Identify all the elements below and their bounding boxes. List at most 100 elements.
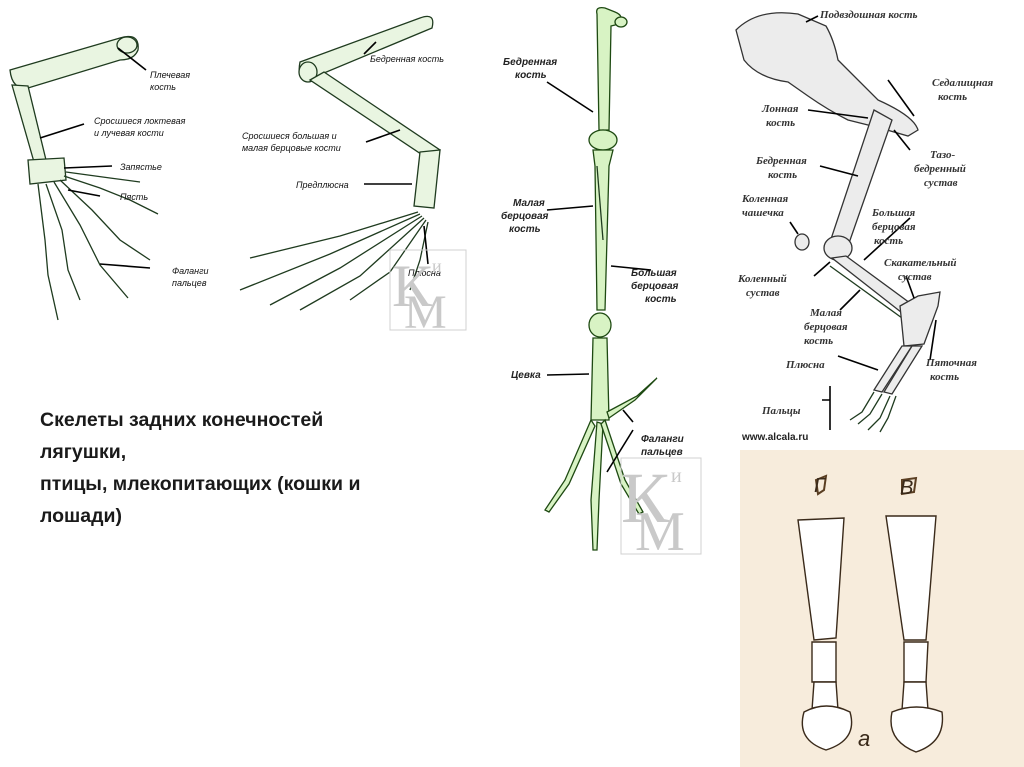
cat-label-pubis: Лонная [761,103,799,115]
cat-label-calcaneus-2: кость [930,371,959,383]
slide-caption: Скелеты задних конечностей лягушки, птиц… [40,404,480,532]
horse-limb-svg: Г В а [797,474,944,753]
bird-limb-svg: Бедренная кость Малая берцовая кость Бол… [501,6,702,563]
frog-humerus-head [116,36,138,54]
cat-label-fibula: Малая [809,307,842,319]
cat-label-femur: Бедренная [755,155,807,167]
cat-femur-condyle [823,235,853,261]
cat-label-hip-joint-2: бедренный [914,163,966,175]
watermark-m-2: М [635,501,685,563]
cat-label-knee-joint: Коленный [737,273,787,285]
horse-right-limb [885,515,944,753]
cat-pelvis [735,12,919,137]
frog-label-tibiofibula-2: малая берцовые кости [242,143,341,153]
frog-label-carpus: Запястье [120,162,162,172]
frog-label-radioulna: Сросшиеся локтевая [94,116,186,126]
watermark-m: М [404,286,447,335]
bird-pointer-arrows [546,81,652,473]
frog-forelimb-digits [37,171,159,321]
bird-label-tibia: Большая [631,268,677,279]
bird-tarsometatarsus [590,337,610,421]
cat-label-patella-2: чашечка [742,207,784,219]
horse-limb-diagram: Г В а [740,450,1024,767]
frog-label-femur: Бедренная кость [370,54,444,64]
horse-letter-bottom: а [858,726,870,751]
cat-label-ischium-2: кость [938,91,967,103]
cat-label-ankle-joint-2: сустав [898,271,932,283]
frog-limbs-diagram: Плечевая кость Сросшиеся локтевая и луче… [0,0,470,335]
cat-label-hip-joint-3: сустав [924,177,958,189]
cat-label-tibia-2: берцовая [872,221,916,233]
frog-label-tibiofibula: Сросшиеся большая и [242,131,337,141]
cat-label-knee-joint-2: сустав [746,287,780,299]
cat-label-calcaneus: Пяточная [925,357,977,369]
cat-label-ilium: Подвздошная кость [819,9,918,21]
bird-label-tibia-2: берцовая [631,280,679,292]
frog-limbs-svg: Плечевая кость Сросшиеся локтевая и луче… [9,15,467,335]
cat-label-fibula-3: кость [804,335,833,347]
cat-metatarsus-2 [882,345,924,395]
cat-label-ankle-joint: Скакательный [884,257,957,269]
frog-label-humerus-2: кость [150,82,176,92]
cat-label-tibia: Большая [871,207,916,219]
cat-label-femur-2: кость [768,169,797,181]
cat-toes [849,391,897,433]
cat-label-patella: Коленная [741,193,789,205]
frog-label-phalanges: Фаланги [172,266,209,276]
cat-metatarsus-1 [872,345,914,393]
cat-patella [794,233,810,251]
cat-pointer-arrows [789,15,937,430]
cat-fibula [829,265,903,319]
bird-label-fibula-2: берцовая [501,210,549,222]
cat-label-ischium: Седалищная [932,77,994,89]
bird-label-femur-2: кость [515,70,547,81]
frog-label-radioulna-2: и лучевая кости [94,128,164,138]
bird-label-tarsometatarsus: Цевка [511,370,541,381]
frog-pointer-arrows [39,41,429,269]
cat-limb-diagram: Подвздошная кость Седалищная кость Лонна… [718,0,1024,445]
frog-label-tarsus: Предплюсна [296,180,349,190]
frog-radioulna [11,84,47,163]
frog-tarsus [413,149,441,209]
caption-line-1: Скелеты задних конечностей [40,409,324,431]
bird-label-tibia-3: кость [645,294,677,305]
bird-fibula [596,165,604,241]
bird-label-fibula: Малая [513,198,545,209]
caption-line-4: лошади) [40,505,122,527]
horse-letter-right: В [900,477,913,499]
frog-label-humerus: Плечевая [150,70,190,80]
bird-knee [588,129,618,151]
cat-label-fibula-2: берцовая [804,321,848,333]
bird-toes [544,377,658,551]
bird-label-femur: Бедренная [503,57,557,68]
cat-source-credit: www.alcala.ru [741,432,808,443]
cat-label-metatarsus: Плюсна [785,359,825,371]
horse-sketch-marks [814,474,918,496]
bird-limb-diagram: Бедренная кость Малая берцовая кость Бол… [475,0,715,570]
watermark-logo: К и М [389,249,467,335]
watermark-i: и [432,256,442,276]
frog-label-metatarsus: Плюсна [408,268,441,278]
frog-carpus [27,157,67,185]
frog-femur [298,15,434,80]
watermark-i-2: и [671,465,682,487]
watermark-k-2: К [621,458,670,538]
watermark-logo-2: К и М [620,457,702,563]
cat-limb-svg: Подвздошная кость Седалищная кость Лонна… [735,9,994,443]
bird-label-phalanges: Фаланги [641,434,684,445]
cat-label-tibia-3: кость [874,235,903,247]
bird-tibiotarsus [592,149,614,311]
caption-line-2: лягушки, [40,441,127,463]
horse-left-limb [797,517,853,751]
frog-knee [298,61,318,83]
cat-label-toes: Пальцы [761,405,801,417]
caption-line-3: птицы, млекопитающих (кошки и [40,473,361,495]
frog-label-metacarpus: Пясть [120,192,148,202]
cat-label-hip-joint: Тазо- [930,149,955,161]
bird-label-phalanges-2: пальцев [641,447,683,458]
watermark-k: К [392,253,433,319]
bird-label-fibula-3: кость [509,224,541,235]
bird-femur-head [614,16,628,28]
bird-ankle [588,312,612,338]
frog-label-phalanges-2: пальцев [172,278,207,288]
